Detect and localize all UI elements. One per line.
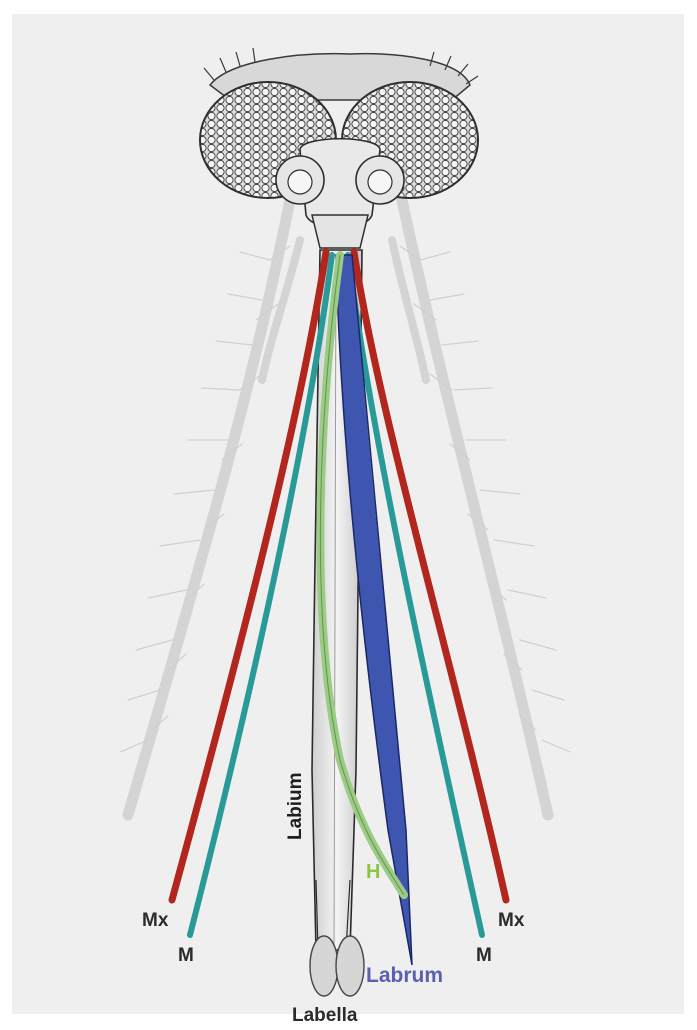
label-m-left: M xyxy=(178,946,194,965)
proboscis-base xyxy=(312,215,368,248)
label-mx-right: Mx xyxy=(498,911,524,930)
label-h: H xyxy=(366,862,380,882)
label-labium: Labium xyxy=(286,772,305,840)
label-mx-left: Mx xyxy=(142,911,168,930)
label-labrum: Labrum xyxy=(366,965,443,986)
label-m-right: M xyxy=(476,946,492,965)
label-labella: Labella xyxy=(292,1006,357,1025)
